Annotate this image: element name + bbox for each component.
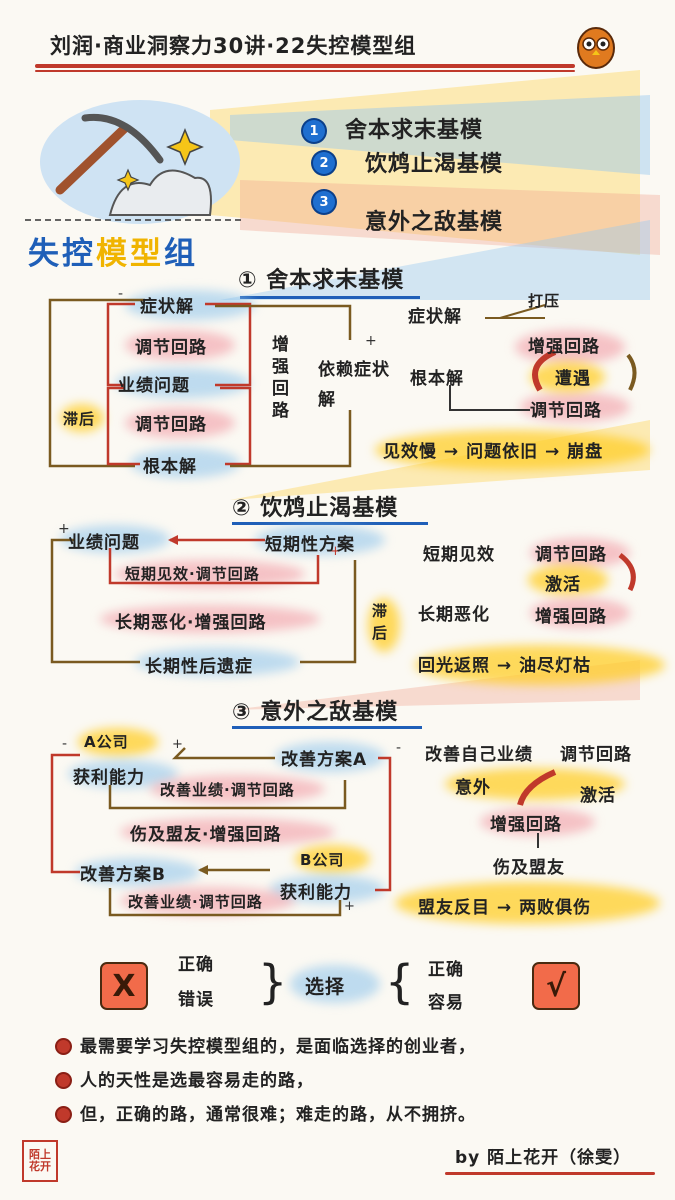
note-1: 最需要学习失控模型组的，是面临选择的创业者， [80, 1037, 476, 1057]
s2-long-after: 长期性后遗症 [145, 657, 253, 677]
s1-right-regulate: 调节回路 [530, 401, 602, 421]
left-brace-icon: { [385, 955, 416, 1009]
note-bullet-2 [57, 1074, 70, 1087]
s3-plan-a: 改善方案A [281, 750, 368, 770]
s1-right-root: 根本解 [410, 369, 464, 389]
s1-right-fight: 打压 [528, 292, 561, 310]
note-bullet-1 [57, 1040, 70, 1053]
brand-title-part2: 模型 [96, 236, 164, 272]
s1-heading-underline [240, 296, 420, 299]
x-mark-icon: X [100, 962, 148, 1010]
s1-heading: ① 舍本求末基模 [238, 268, 405, 293]
s1-delay: 滞后 [63, 410, 96, 428]
svg-text:-: - [62, 736, 67, 752]
choice-left-bottom: 错误 [178, 990, 214, 1010]
s3-right-accident: 意外 [455, 778, 491, 798]
s3-heading-underline [232, 726, 422, 729]
toc-num-1: 1 [303, 120, 325, 142]
svg-text:-: - [396, 740, 401, 756]
s2-heading: ② 饮鸩止渴基模 [232, 496, 399, 521]
brand-title: 失控模型组 [28, 228, 198, 273]
s2-short-effect: 短期见效·调节回路 [125, 565, 260, 583]
s3-heading: ③ 意外之敌基模 [232, 700, 399, 725]
s3-profit-b: 获利能力 [280, 883, 352, 903]
s2-long-worse: 长期恶化·增强回路 [115, 613, 267, 633]
svg-text:+: + [58, 521, 70, 537]
s3-right-reinforce: 增强回路 [490, 815, 562, 835]
s3-right-activate: 激活 [580, 786, 616, 806]
s2-problem: 业绩问题 [68, 533, 140, 553]
svg-text:+: + [365, 333, 377, 349]
s1-right-result: 见效慢 → 问题依旧 → 崩盘 [383, 442, 604, 462]
s3-right-result: 盟友反目 → 两败俱伤 [418, 898, 592, 918]
s2-right-regulate: 调节回路 [535, 545, 607, 565]
note-2: 人的天性是选最容易走的路， [80, 1071, 314, 1091]
s2-right-reinforce: 增强回路 [535, 607, 607, 627]
s1-problem: 业绩问题 [118, 376, 190, 396]
toc-item-1: 舍本求末基模 [345, 118, 484, 143]
s3-company-b: B公司 [300, 851, 345, 869]
s2-heading-underline [232, 522, 428, 525]
s2-delay: 滞后 [372, 602, 389, 642]
s3-hurt: 伤及盟友·增强回路 [130, 825, 282, 845]
s2-right-activate: 激活 [545, 575, 581, 595]
choice-right-top: 正确 [428, 960, 464, 980]
s1-depend: 依赖症状解 [318, 360, 390, 410]
choice-center: 选择 [305, 976, 346, 998]
s3-profit-a: 获利能力 [73, 768, 145, 788]
s3-right-regulate: 调节回路 [560, 745, 632, 765]
brand-title-part3: 组 [164, 236, 198, 272]
seal-stamp: 陌上花开 [22, 1140, 58, 1182]
toc-num-3: 3 [313, 191, 335, 213]
s3-right-hurt: 伤及盟友 [493, 858, 565, 878]
note-3: 但，正确的路，通常很难；难走的路，从不拥挤。 [80, 1105, 476, 1125]
s3-improve-b: 改善业绩·调节回路 [128, 893, 263, 911]
s1-symptom: 症状解 [140, 297, 194, 317]
s3-improve-a: 改善业绩·调节回路 [160, 781, 295, 799]
signature-underline [445, 1172, 655, 1175]
page-title: 刘润·商业洞察力30讲·22失控模型组 [50, 34, 417, 58]
choice-left-top: 正确 [178, 955, 214, 975]
right-brace-icon: } [258, 955, 289, 1009]
s1-regulate2: 调节回路 [135, 415, 207, 435]
toc-item-3: 意外之敌基模 [365, 210, 504, 235]
s3-plan-b: 改善方案B [80, 865, 166, 885]
s1-right-symptom: 症状解 [408, 307, 462, 327]
note-bullet-3 [57, 1108, 70, 1121]
check-mark-icon: √ [532, 962, 580, 1010]
brand-title-part1: 失控 [28, 236, 96, 272]
title-underline-2 [35, 70, 575, 72]
signature: by 陌上花开（徐雯） [455, 1148, 632, 1168]
svg-text:+: + [330, 544, 341, 559]
svg-text:+: + [172, 737, 183, 752]
svg-text:-: - [118, 286, 123, 302]
s1-right-meet: 遭遇 [555, 369, 591, 389]
svg-text:+: + [344, 899, 355, 914]
s1-root: 根本解 [143, 457, 197, 477]
s2-short: 短期性方案 [265, 535, 355, 555]
s2-right-long-worse: 长期恶化 [418, 605, 490, 625]
toc-item-2: 饮鸩止渴基模 [365, 152, 504, 177]
choice-right-bottom: 容易 [428, 993, 464, 1013]
s2-right-result: 回光返照 → 油尽灯枯 [418, 656, 592, 676]
s3-right-improve: 改善自己业绩 [425, 745, 533, 765]
s1-right-reinforce: 增强回路 [528, 337, 600, 357]
title-underline [35, 64, 575, 68]
s1-regulate1: 调节回路 [135, 338, 207, 358]
s2-right-short-effect: 短期见效 [423, 545, 495, 565]
s3-company-a: A公司 [84, 733, 129, 751]
toc-num-2: 2 [313, 152, 335, 174]
s1-reinforce-vertical: 增强回路 [272, 335, 290, 421]
